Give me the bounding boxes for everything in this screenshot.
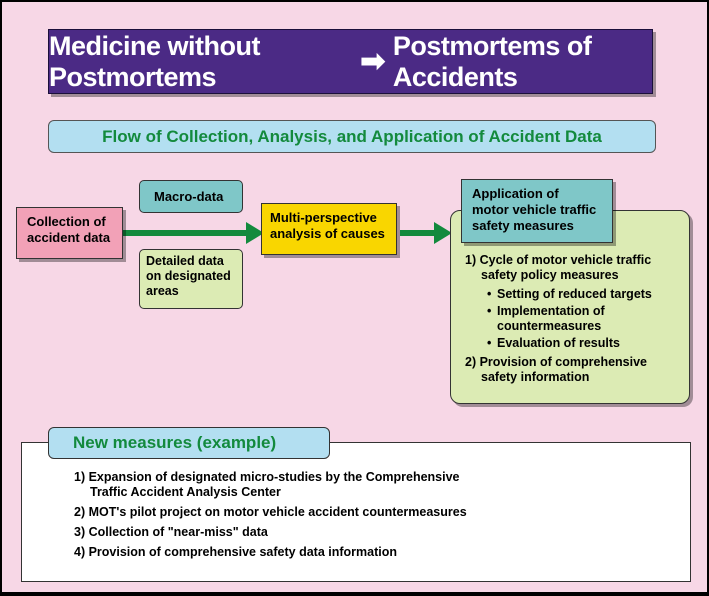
application-title-line-3: safety measures — [472, 218, 574, 233]
bullet-implementation-line-1: Implementation of — [497, 304, 605, 318]
new-measure-item-2: 2) MOT's pilot project on motor vehicle … — [74, 505, 467, 519]
analysis-line-2: analysis of causes — [270, 226, 385, 241]
banner-right-text: Postmortems of Accidents — [392, 30, 592, 92]
arrow-to-analysis-head — [246, 222, 264, 244]
right-arrow-icon: ➡ — [360, 45, 385, 78]
new-measure-item-1-line-1: 1) Expansion of designated micro-studies… — [74, 470, 460, 484]
application-bullets: Setting of reduced targets Implementatio… — [465, 287, 690, 351]
flow-title: Flow of Collection, Analysis, and Applic… — [48, 120, 656, 153]
macro-data-label: Macro-data — [154, 189, 224, 204]
bullet-implementation-line-2: countermeasures — [497, 319, 602, 333]
application-item-2-line-2: safety information — [481, 370, 590, 384]
collection-line-2: accident data — [27, 230, 111, 245]
title-banner: Medicine without Postmortems ➡ Postmorte… — [48, 29, 653, 94]
new-measure-item-4: 4) Provision of comprehensive safety dat… — [74, 545, 397, 559]
detailed-line-1: Detailed data — [146, 254, 224, 268]
analysis-line-1: Multi-perspective — [270, 210, 377, 225]
banner-left-text: Medicine without Postmortems — [49, 30, 261, 92]
application-title-line-1: Application of — [472, 186, 559, 201]
new-measures-title: New measures (example) — [48, 427, 330, 459]
bullet-evaluation: Evaluation of results — [487, 336, 690, 351]
application-title-box: Application of motor vehicle traffic saf… — [461, 179, 613, 243]
detailed-line-3: areas — [146, 284, 179, 298]
new-measures-list: 1) Expansion of designated micro-studies… — [74, 470, 574, 565]
collection-line-1: Collection of — [27, 214, 106, 229]
application-details: 1) Cycle of motor vehicle traffic safety… — [465, 253, 690, 389]
analysis-box: Multi-perspective analysis of causes — [261, 203, 397, 255]
application-title-line-2: motor vehicle traffic — [472, 202, 597, 217]
application-item-1-line-1: 1) Cycle of motor vehicle traffic — [465, 253, 652, 267]
detailed-line-2: on designated — [146, 269, 231, 283]
arrow-to-application-head — [434, 222, 452, 244]
new-measures-panel: 1) Expansion of designated micro-studies… — [21, 442, 691, 582]
new-measure-item-1: 1) Expansion of designated micro-studies… — [74, 470, 574, 500]
bullet-implementation: Implementation of countermeasures — [487, 304, 690, 334]
new-measure-item-1-line-2: Traffic Accident Analysis Center — [90, 485, 281, 499]
application-item-1-line-2: safety policy measures — [481, 268, 619, 282]
collection-box: Collection of accident data — [16, 207, 123, 259]
bullet-targets: Setting of reduced targets — [487, 287, 690, 302]
application-item-1: 1) Cycle of motor vehicle traffic safety… — [465, 253, 690, 283]
new-measure-item-3: 3) Collection of "near-miss" data — [74, 525, 268, 539]
macro-data-box: Macro-data — [139, 180, 243, 213]
application-item-2-line-1: 2) Provision of comprehensive — [465, 355, 647, 369]
application-item-2: 2) Provision of comprehensive safety inf… — [465, 355, 690, 385]
detailed-data-box: Detailed data on designated areas — [139, 249, 243, 309]
